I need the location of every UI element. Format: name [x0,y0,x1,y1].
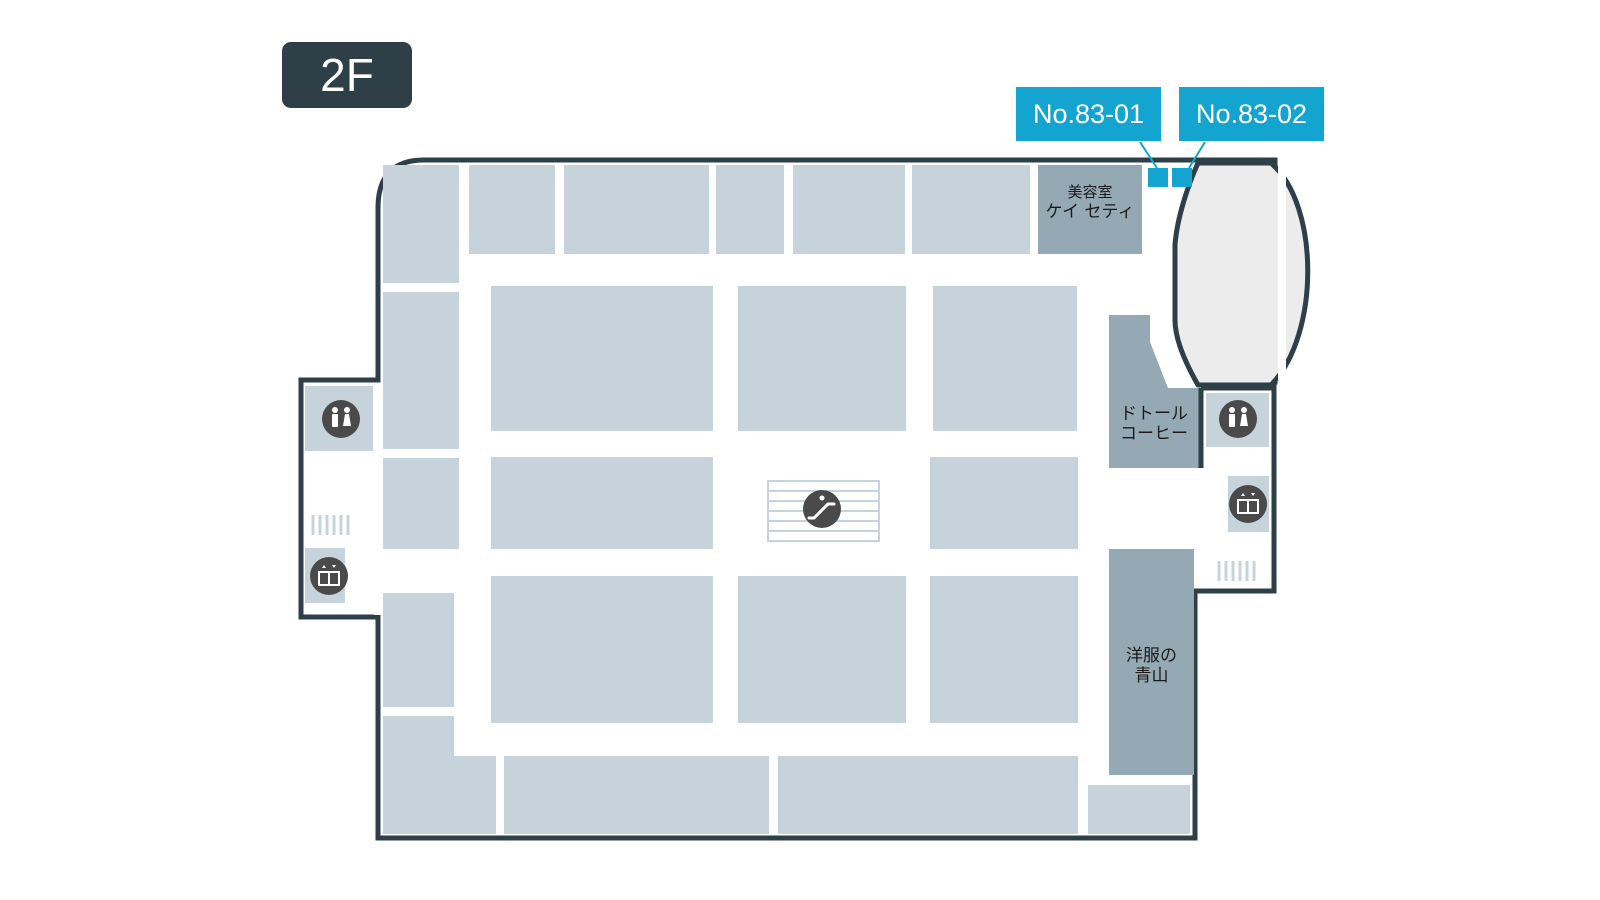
spot-marker-83-01[interactable] [1148,168,1168,187]
elevator-icon[interactable] [310,557,348,595]
tenant[interactable] [933,286,1077,431]
top-row-tenants [383,165,1030,283]
tenant[interactable] [564,165,709,254]
stairs-icon[interactable] [311,515,350,535]
beauty-salon-area[interactable] [1038,165,1142,254]
left-entrance-gap [374,548,383,615]
left-column-tenants [383,292,459,834]
shop-label-line: 洋服の [1126,646,1177,666]
spot-label-83-02[interactable]: No.83-02 [1179,87,1324,141]
doutor-coffee-area[interactable] [1109,315,1199,468]
tenant[interactable] [912,165,1030,254]
tenant[interactable] [383,165,459,283]
tenant[interactable] [738,576,906,723]
spot-label-text: No.83-01 [1032,98,1145,129]
tenant[interactable] [383,292,459,449]
restroom-icon[interactable] [1219,400,1257,438]
tenant[interactable] [491,576,713,723]
elevator-icon[interactable] [1229,485,1267,523]
spot-leader-line [1188,141,1206,169]
stairs-icon[interactable] [1217,561,1256,581]
tenant[interactable] [930,576,1078,723]
shop-label-line: ケイ セティ [1045,201,1135,222]
shop-label-line: コーヒー [1120,424,1188,445]
bottom-row-tenants [454,756,1190,834]
central-tenants [491,286,1078,723]
floor-badge: 2F [282,42,412,108]
tenant[interactable] [504,756,769,834]
atrium [1172,160,1311,388]
tenant[interactable] [716,165,784,254]
spot-label-text: No.83-02 [1195,98,1308,129]
tenant[interactable] [1088,785,1190,834]
tenant[interactable] [383,458,459,549]
tenant[interactable] [469,165,555,254]
beauty-salon-label: 美容室 ケイ セティ [1038,183,1142,222]
tenant[interactable] [738,286,906,431]
shop-label-line: 青山 [1134,666,1169,687]
tenant[interactable] [454,756,496,834]
tenant[interactable] [930,457,1078,549]
tenant[interactable] [491,457,713,549]
shop-label-line: 美容室 [1067,183,1113,201]
tenant[interactable] [491,286,713,431]
spot-leader-line [1139,141,1158,169]
tenant[interactable] [778,756,1078,834]
spot-marker-83-02[interactable] [1172,168,1192,187]
restroom-icon[interactable] [322,400,360,438]
spot-label-83-01[interactable]: No.83-01 [1016,87,1161,141]
atrium-wall-mask [1278,164,1286,380]
escalator[interactable] [767,480,880,542]
aoyama-clothing-label: 洋服の 青山 [1109,646,1194,686]
floor-label: 2F [320,49,374,101]
tenant[interactable] [383,716,454,834]
tenant[interactable] [793,165,905,254]
doutor-coffee-label: ドトール コーヒー [1109,404,1199,444]
escalator-icon [803,490,841,528]
shop-label-line: ドトール [1120,404,1188,424]
aoyama-clothing-area[interactable] [1109,549,1194,775]
tenant[interactable] [383,593,454,707]
